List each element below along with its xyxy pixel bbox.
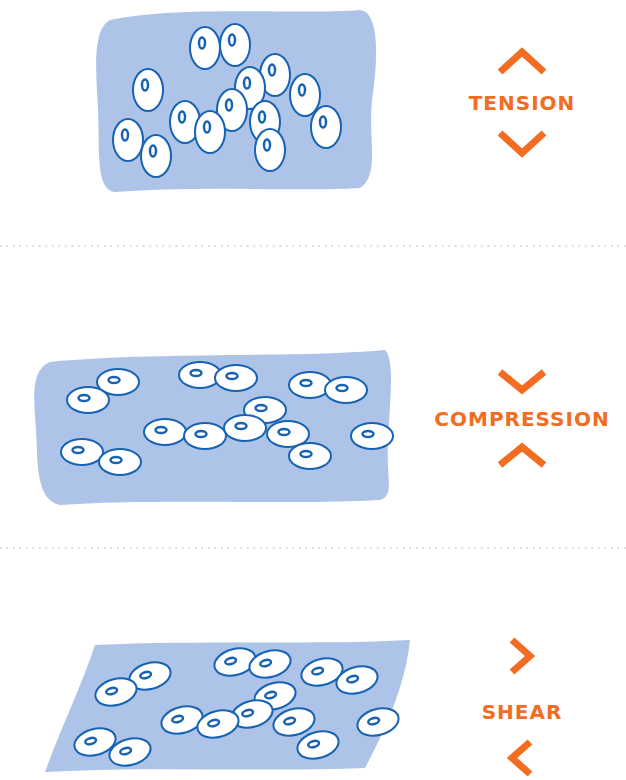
chevron-right	[512, 640, 530, 672]
force-label: SHEAR	[482, 700, 563, 724]
tissue-blob	[96, 10, 376, 192]
chevron-down	[500, 372, 544, 390]
chevron-down	[500, 133, 544, 153]
cells	[71, 644, 401, 770]
cells	[61, 362, 393, 475]
chevron-up	[500, 447, 544, 465]
force-label: TENSION	[469, 91, 576, 115]
tissue-blob	[45, 640, 410, 772]
chevron-up	[500, 52, 544, 72]
separator	[0, 245, 626, 247]
tissue-blob	[34, 350, 391, 505]
cells	[113, 24, 341, 177]
force-label: COMPRESSION	[434, 407, 609, 431]
separator	[0, 547, 626, 549]
chevron-left	[512, 742, 530, 774]
